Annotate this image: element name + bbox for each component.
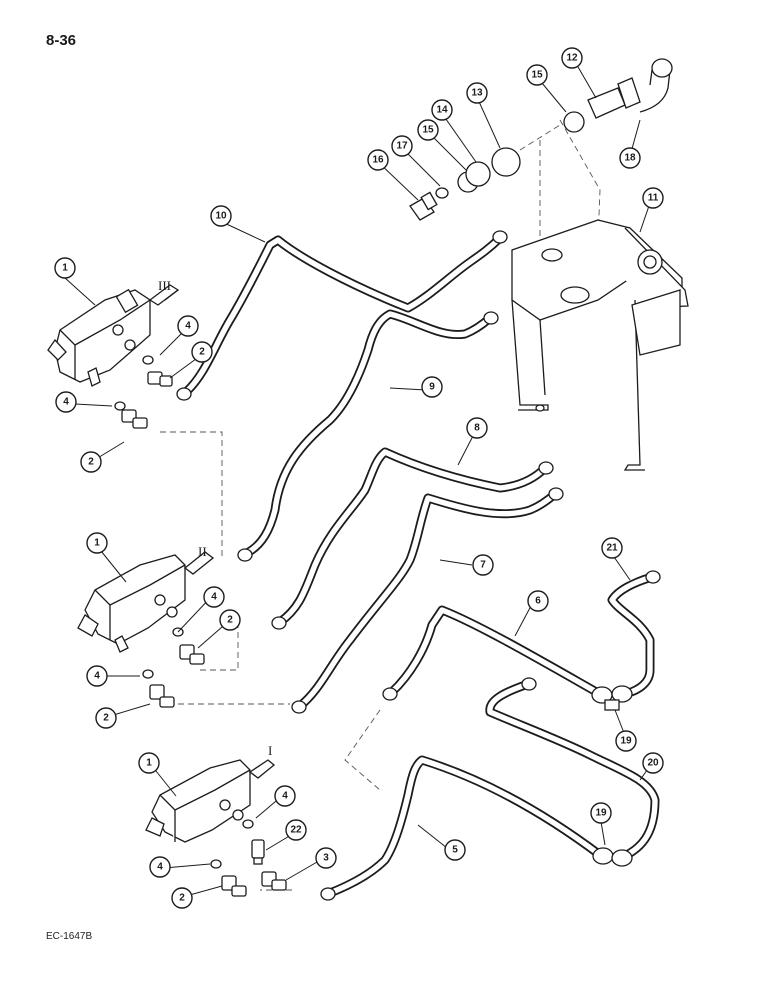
callout-number: 3: [323, 853, 329, 864]
tube-9: [237, 309, 499, 562]
callout-number: 16: [372, 155, 384, 166]
tube-10: [176, 230, 508, 401]
tee-fitting-19-upper: [591, 685, 633, 711]
tube-5: [320, 755, 605, 901]
callout-number: 1: [146, 758, 152, 769]
callout-number: 19: [595, 808, 607, 819]
reference-code: EC-1647B: [46, 931, 93, 942]
callout-17: 17: [391, 135, 413, 157]
callout-number: 2: [227, 615, 233, 626]
elbow-fitting-2-b: [121, 409, 148, 429]
callout-22: 22: [285, 819, 307, 841]
callout-1-c: 1: [138, 752, 160, 774]
callout-number: 4: [157, 862, 163, 873]
callout-number: 9: [429, 382, 435, 393]
callout-13: 13: [466, 82, 488, 104]
callout-2-d: 2: [95, 707, 117, 729]
callout-4-b: 4: [55, 391, 77, 413]
callout-number: 4: [94, 671, 100, 682]
callout-number: 14: [436, 105, 448, 116]
tee-fitting-19-lower: [592, 847, 633, 867]
tube-20: [485, 677, 660, 863]
callout-4-a: 4: [177, 315, 199, 337]
tube-7: [291, 487, 564, 714]
adapter-fitting-22: [251, 839, 265, 865]
callout-18: 18: [619, 147, 641, 169]
callout-8: 8: [466, 417, 488, 439]
callout-2-e: 2: [171, 887, 193, 909]
callout-5: 5: [444, 839, 466, 861]
elbow-fitting-2-d: [149, 684, 175, 708]
elbow-fitting-3: [261, 871, 287, 891]
callout-14: 14: [431, 99, 453, 121]
callout-number: 6: [535, 596, 541, 607]
callout-4-f: 4: [149, 856, 171, 878]
callout-7: 7: [472, 554, 494, 576]
callout-number: 11: [648, 193, 659, 204]
callout-number: 2: [179, 893, 185, 904]
o-rings-4: [114, 355, 254, 869]
callout-number: 8: [474, 423, 480, 434]
quick-coupler-assembly: [409, 58, 673, 221]
callout-number: 15: [531, 70, 543, 81]
callout-2-b: 2: [80, 451, 102, 473]
callout-number: 20: [647, 758, 659, 769]
callout-3: 3: [315, 847, 337, 869]
mounting-bracket-11: [511, 219, 689, 471]
callout-number: 2: [199, 347, 205, 358]
callout-number: 21: [606, 543, 618, 554]
callout-6: 6: [527, 590, 549, 612]
callout-4-d: 4: [86, 665, 108, 687]
svg-text:III: III: [158, 278, 171, 293]
tube-6: [382, 605, 605, 701]
callout-19-b: 19: [590, 802, 612, 824]
callout-number: 10: [215, 211, 227, 222]
elbow-fitting-2-c: [179, 644, 205, 665]
callout-number: 7: [480, 560, 486, 571]
callout-11: 11: [642, 187, 664, 209]
callout-number: 2: [88, 457, 94, 468]
callout-20: 20: [642, 752, 664, 774]
svg-text:II: II: [198, 544, 207, 559]
callout-1-a: 1: [54, 257, 76, 279]
callout-number: 17: [396, 141, 408, 152]
callout-number: 2: [103, 713, 109, 724]
callout-2-a: 2: [191, 341, 213, 363]
elbow-fitting-2-a: [147, 371, 173, 387]
callout-number: 5: [452, 845, 458, 856]
control-valve-III: III: [47, 278, 180, 387]
control-valve-II: II: [77, 544, 215, 653]
callout-number: 18: [624, 153, 636, 164]
callout-12: 12: [561, 47, 583, 69]
elbow-fitting-2-e: [221, 875, 247, 897]
callout-number: 12: [566, 53, 578, 64]
callout-2-c: 2: [219, 609, 241, 631]
callout-number: 4: [63, 397, 69, 408]
control-valve-I: I: [145, 743, 276, 843]
callout-number: 1: [94, 538, 100, 549]
callout-15-a: 15: [417, 119, 439, 141]
callout-4-e: 4: [274, 785, 296, 807]
callout-number: 19: [620, 736, 632, 747]
callout-19-a: 19: [615, 730, 637, 752]
tube-21: [607, 570, 661, 699]
callout-1-b: 1: [86, 532, 108, 554]
callout-number: 4: [211, 592, 217, 603]
callout-number: 1: [62, 263, 68, 274]
callout-15-b: 15: [526, 64, 548, 86]
callout-4-c: 4: [203, 586, 225, 608]
page-number: 8-36: [46, 32, 77, 49]
callout-21: 21: [601, 537, 623, 559]
callout-number: 15: [422, 125, 434, 136]
callout-16: 16: [367, 149, 389, 171]
callout-9: 9: [421, 376, 443, 398]
tube-8: [271, 447, 554, 630]
callout-number: 4: [282, 791, 288, 802]
callout-number: 22: [290, 825, 302, 836]
callout-10: 10: [210, 205, 232, 227]
svg-text:I: I: [268, 743, 272, 758]
callout-number: 4: [185, 321, 191, 332]
callout-number: 13: [471, 88, 483, 99]
